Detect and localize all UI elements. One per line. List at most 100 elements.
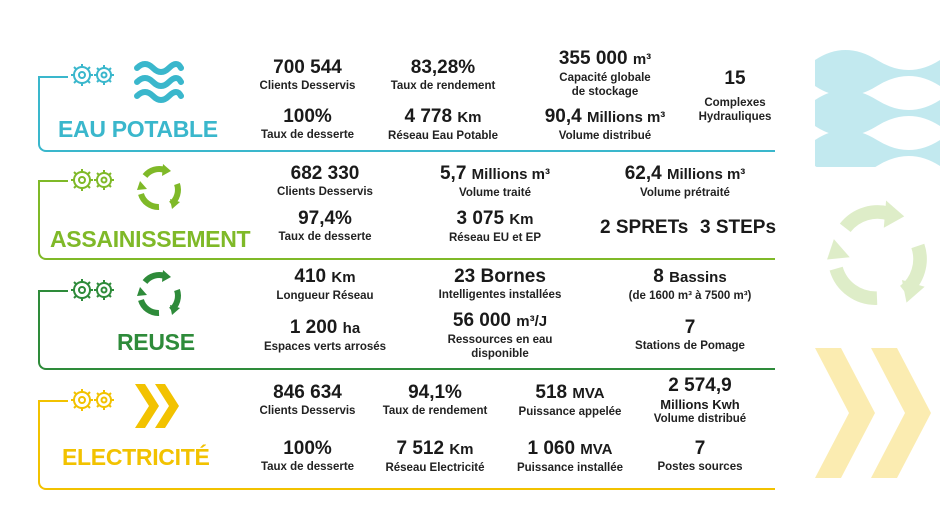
assain-clients-label: Clients Desservis <box>277 186 373 198</box>
elec-desserte-label: Taux de desserte <box>260 461 355 473</box>
reuse-ressources-stat: 56 000 m³/J Ressources en eau disponible <box>430 310 570 361</box>
reuse-espaces-unit: ha <box>342 320 361 337</box>
eau-title: EAU POTABLE <box>58 116 218 142</box>
section-assainissement: ASSAINISSEMENT 682 330 Clients Desservis… <box>0 160 940 305</box>
assain-desserte-stat: 97,4% Taux de desserte <box>270 208 380 244</box>
waves-icon <box>134 61 184 103</box>
reuse-bornes-value: 23 Bornes <box>454 266 546 287</box>
assain-volume-pretraite-unit: Millions m³ <box>666 166 746 183</box>
elec-puissance-installee-value: 1 060 <box>527 438 576 459</box>
reuse-longueur-label: Longueur Réseau <box>276 290 374 302</box>
reuse-espaces-value: 1 200 <box>289 317 338 338</box>
elec-rendement-label: Taux de rendement <box>382 405 488 417</box>
reuse-frame-top <box>38 290 68 292</box>
reuse-bassins-unit: Bassins <box>669 269 727 286</box>
elec-puissance-appelee-label: Puissance appelée <box>518 406 622 418</box>
reuse-stations-label: Stations de Pomage <box>635 340 745 352</box>
recycle-arrows-icon <box>137 164 181 210</box>
elec-rendement-value: 94,1% <box>408 382 462 403</box>
elec-rendement-stat: 94,1% Taux de rendement <box>375 382 495 418</box>
assain-volume-traite-unit: Millions m³ <box>471 166 551 183</box>
eau-stockage-label-2: de stockage <box>571 86 639 98</box>
assain-volume-pretraite-value: 62,4 <box>624 163 662 184</box>
reuse-bassins-value: 8 <box>653 266 664 287</box>
eau-reseau-stat: 4 778 Km Réseau Eau Potable <box>383 106 503 143</box>
assain-volume-traite-stat: 5,7 Millions m³ Volume traité <box>420 163 570 200</box>
eau-desserte-value: 100% <box>283 106 332 127</box>
reuse-ressources-label-1: Ressources en eau <box>447 334 553 346</box>
assain-sprets: 2 SPRETs <box>600 217 689 238</box>
assain-reseau-unit: Km <box>509 211 534 228</box>
elec-puissance-installee-label: Puissance installée <box>516 462 624 474</box>
eau-rendement-label: Taux de rendement <box>390 80 496 92</box>
eau-reseau-unit: Km <box>457 109 482 126</box>
assain-clients-value: 682 330 <box>290 163 360 184</box>
reuse-bassins-stat: 8 Bassins (de 1600 m³ à 7500 m³) <box>615 266 765 303</box>
elec-frame <box>38 400 775 490</box>
eau-rendement-value: 83,28% <box>410 57 476 78</box>
eau-reseau-value: 4 778 <box>404 106 453 127</box>
eau-complexes-label-1: Complexes <box>704 97 766 109</box>
eau-clients-value: 700 544 <box>273 57 342 78</box>
elec-reseau-stat: 7 512 Km Réseau Electricité <box>375 438 495 475</box>
assain-title: ASSAINISSEMENT <box>50 226 251 252</box>
assain-reseau-value: 3 075 <box>456 208 505 229</box>
elec-puissance-installee-stat: 1 060 MVA Puissance installée <box>510 438 630 475</box>
reuse-stations-stat: 7 Stations de Pomage <box>615 317 765 353</box>
eau-clients-label: Clients Desservis <box>259 80 356 92</box>
reuse-title: REUSE <box>117 329 195 355</box>
eau-desserte-label: Taux de desserte <box>260 129 355 141</box>
eau-stockage-label-1: Capacité globale <box>559 72 651 84</box>
eau-stockage-unit: m³ <box>632 51 652 68</box>
assain-volume-traite-label: Volume traité <box>459 187 531 199</box>
elec-clients-stat: 846 634 Clients Desservis <box>250 382 365 418</box>
reuse-bornes-label: Intelligentes installées <box>438 289 562 301</box>
assain-frame-top <box>38 180 68 182</box>
eau-volume-unit: Millions m³ <box>586 109 666 126</box>
elec-desserte-stat: 100% Taux de desserte <box>250 438 365 474</box>
eau-complexes-label-2: Hydrauliques <box>698 111 772 123</box>
reuse-longueur-unit: Km <box>331 269 356 286</box>
elec-reseau-unit: Km <box>449 441 474 458</box>
elec-puissance-appelee-unit: MVA <box>572 385 605 402</box>
elec-volume-unit: Millions Kwh <box>660 397 740 412</box>
reuse-espaces-stat: 1 200 ha Espaces verts arrosés <box>255 317 395 354</box>
elec-reseau-label: Réseau Electricité <box>385 462 485 474</box>
elec-puissance-appelee-value: 518 <box>535 382 568 403</box>
elec-postes-label: Postes sources <box>657 461 743 473</box>
eau-clients-stat: 700 544 Clients Desservis <box>250 57 365 93</box>
reuse-longueur-value: 410 <box>294 266 327 287</box>
chevrons-icon <box>815 348 931 478</box>
elec-clients-value: 846 634 <box>273 382 342 403</box>
gears-icon <box>71 64 114 86</box>
eau-complexes-value: 15 <box>724 68 746 89</box>
reuse-espaces-label: Espaces verts arrosés <box>263 341 387 353</box>
recycle-arrows-icon <box>137 270 181 316</box>
assain-reseau-stat: 3 075 Km Réseau EU et EP <box>420 208 570 245</box>
elec-clients-label: Clients Desservis <box>259 405 356 417</box>
elec-frame-top <box>38 400 68 402</box>
eau-stockage-value: 355 000 <box>558 48 628 69</box>
gears-icon <box>71 169 114 191</box>
reuse-longueur-stat: 410 Km Longueur Réseau <box>265 266 385 303</box>
elec-volume-stat: 2 574,9 Millions Kwh Volume distribué <box>640 375 760 426</box>
assain-clients-stat: 682 330 Clients Desservis <box>270 163 380 199</box>
reuse-ressources-value: 56 000 <box>452 310 511 331</box>
elec-puissance-appelee-stat: 518 MVA Puissance appelée <box>510 382 630 419</box>
recycle-arrows-icon <box>827 200 927 305</box>
elec-postes-stat: 7 Postes sources <box>640 438 760 474</box>
assain-volume-traite-value: 5,7 <box>439 163 467 184</box>
elec-desserte-value: 100% <box>283 438 332 459</box>
elec-title: ELECTRICITÉ <box>62 444 210 470</box>
assain-desserte-value: 97,4% <box>298 208 352 229</box>
chevrons-icon <box>135 384 179 428</box>
section-eau-potable: EAU POTABLE 700 544 Clients Desservis 10… <box>0 0 940 167</box>
assain-reseau-label: Réseau EU et EP <box>448 232 542 244</box>
section-electricite: ELECTRICITÉ 846 634 Clients Desservis 10… <box>0 348 940 529</box>
reuse-frame <box>38 290 775 370</box>
eau-frame-top <box>38 76 68 78</box>
assain-steps: 3 STEPs <box>700 217 777 238</box>
assain-frame <box>38 180 775 260</box>
eau-desserte-stat: 100% Taux de desserte <box>250 106 365 142</box>
gears-icon <box>71 389 114 411</box>
